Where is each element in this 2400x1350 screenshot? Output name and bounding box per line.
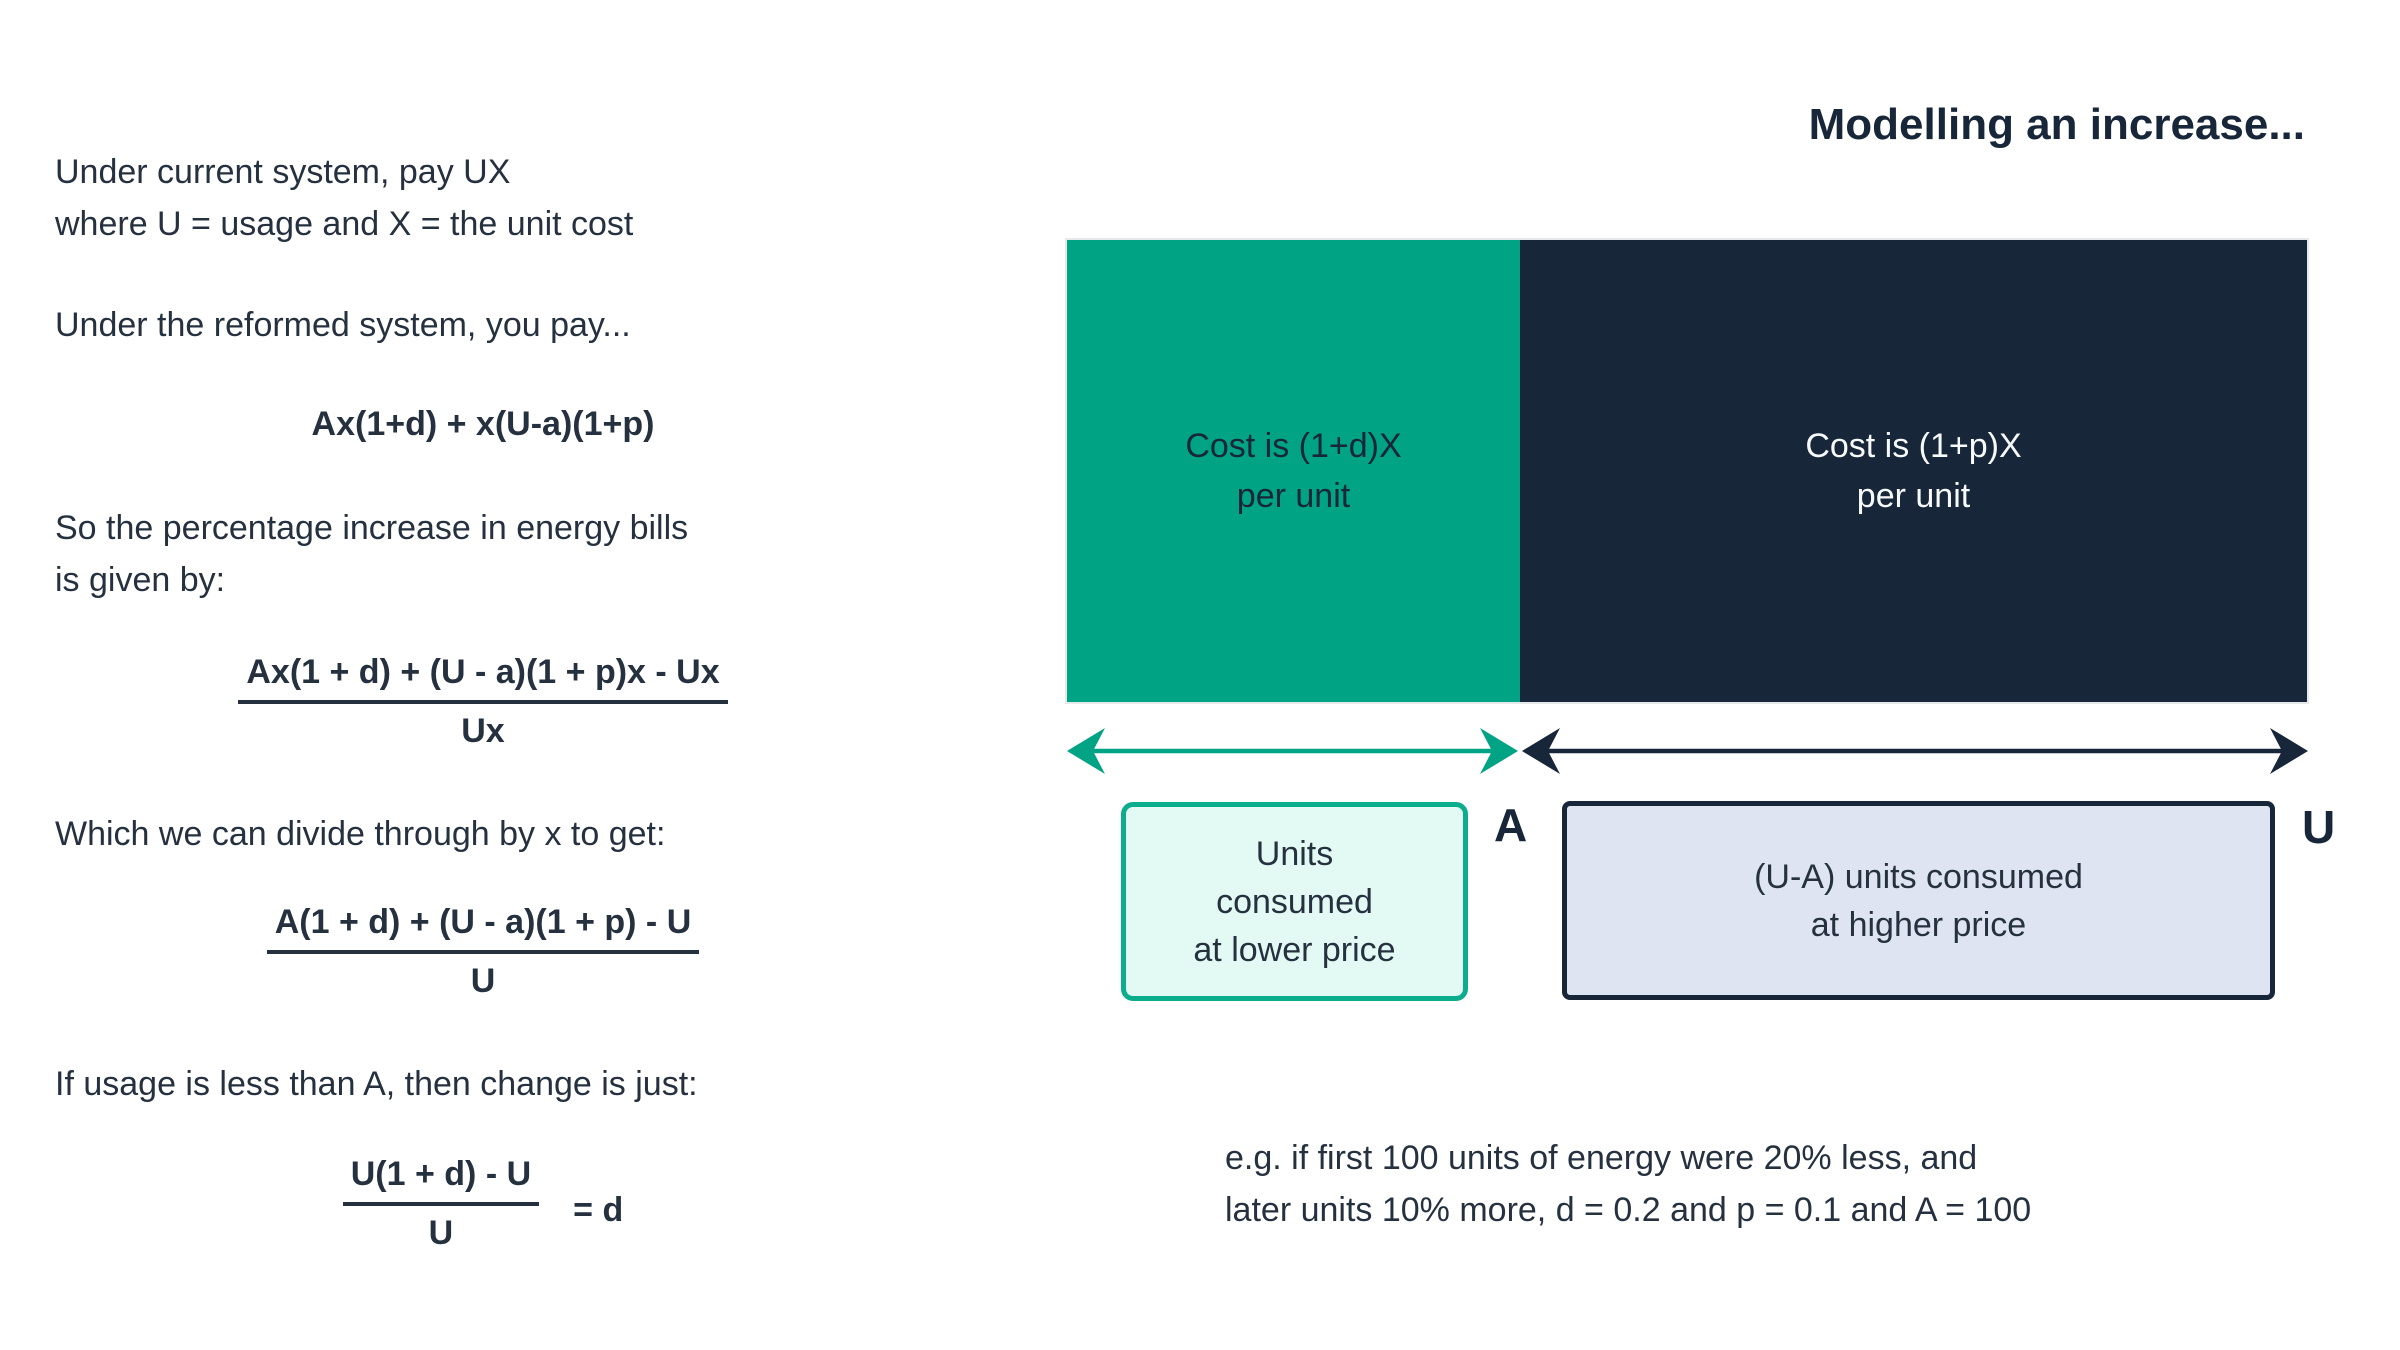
green-segment-line1: Cost is (1+d)X	[1185, 427, 1402, 465]
reformed-system-line: Under the reformed system, you pay...	[55, 306, 631, 344]
page-title: Modelling an increase...	[1808, 100, 2305, 149]
fraction2-numerator: A(1 + d) + (U - a)(1 + p) - U	[266, 903, 700, 954]
fraction2-denominator: U	[470, 962, 496, 1000]
green-segment-line2: per unit	[1236, 477, 1351, 515]
threshold-label-a: A	[1494, 799, 1528, 851]
cost-bar-green-segment: Cost is (1+d)X per unit	[1067, 240, 1520, 702]
fraction2: A(1 + d) + (U - a)(1 + p) - U U	[266, 903, 700, 1001]
range-arrows	[1067, 728, 2308, 774]
lower-price-line3: at lower price	[1193, 930, 1396, 969]
percentage-increase-line2: is given by:	[55, 561, 226, 599]
reformed-formula: Ax(1+d) + x(U-a)(1+p)	[311, 405, 655, 443]
fraction3-equals: = d	[573, 1190, 624, 1229]
usage-less-paragraph: If usage is less than A, then change is …	[55, 1058, 698, 1110]
lower-price-callout: Units consumed at lower price	[1121, 802, 1468, 1001]
navy-segment-line2: per unit	[1856, 477, 1971, 515]
reformed-system-paragraph: Under the reformed system, you pay...	[55, 299, 631, 351]
usage-less-line: If usage is less than A, then change is …	[55, 1065, 698, 1103]
current-system-paragraph: Under current system, pay UX where U = u…	[55, 146, 633, 250]
navy-double-arrow-icon	[1522, 728, 2308, 774]
fraction1: Ax(1 + d) + (U - a)(1 + p)x - Ux Ux	[238, 653, 728, 751]
divide-through-line: Which we can divide through by x to get:	[55, 815, 666, 853]
higher-price-line2: at higher price	[1810, 905, 2027, 944]
fraction1-denominator: Ux	[461, 712, 505, 750]
fraction1-block: Ax(1 + d) + (U - a)(1 + p)x - Ux Ux	[133, 653, 833, 751]
fraction2-block: A(1 + d) + (U - a)(1 + p) - U U	[133, 903, 833, 1001]
fraction3-denominator: U	[428, 1214, 454, 1252]
percentage-increase-line1: So the percentage increase in energy bil…	[55, 509, 689, 547]
fraction1-numerator: Ax(1 + d) + (U - a)(1 + p)x - Ux	[238, 653, 728, 704]
lower-price-line2: consumed	[1216, 882, 1373, 921]
current-system-line2: where U = usage and X = the unit cost	[55, 205, 634, 243]
cost-bar-navy-segment: Cost is (1+p)X per unit	[1520, 240, 2307, 702]
green-double-arrow-icon	[1067, 728, 1518, 774]
reformed-formula-block: Ax(1+d) + x(U-a)(1+p)	[133, 405, 833, 444]
navy-segment-line1: Cost is (1+p)X	[1805, 427, 2022, 465]
divide-through-paragraph: Which we can divide through by x to get:	[55, 808, 665, 860]
example-line1: e.g. if first 100 units of energy were 2…	[1225, 1139, 1978, 1177]
example-note: e.g. if first 100 units of energy were 2…	[1225, 1132, 2031, 1236]
fraction3-block: U(1 + d) - U U = d	[133, 1155, 833, 1253]
lower-price-line1: Units	[1255, 834, 1334, 873]
percentage-increase-paragraph: So the percentage increase in energy bil…	[55, 502, 688, 606]
fraction3-numerator: U(1 + d) - U	[342, 1155, 540, 1206]
example-line2: later units 10% more, d = 0.2 and p = 0.…	[1225, 1191, 2032, 1229]
fraction3: U(1 + d) - U U	[342, 1155, 540, 1253]
higher-price-line1: (U-A) units consumed	[1754, 857, 2083, 896]
current-system-line1: Under current system, pay UX	[55, 153, 511, 191]
cost-bar: Cost is (1+d)X per unit Cost is (1+p)X p…	[1065, 238, 2309, 704]
higher-price-callout: (U-A) units consumed at higher price	[1562, 801, 2275, 1000]
usage-label-u: U	[2302, 801, 2336, 853]
